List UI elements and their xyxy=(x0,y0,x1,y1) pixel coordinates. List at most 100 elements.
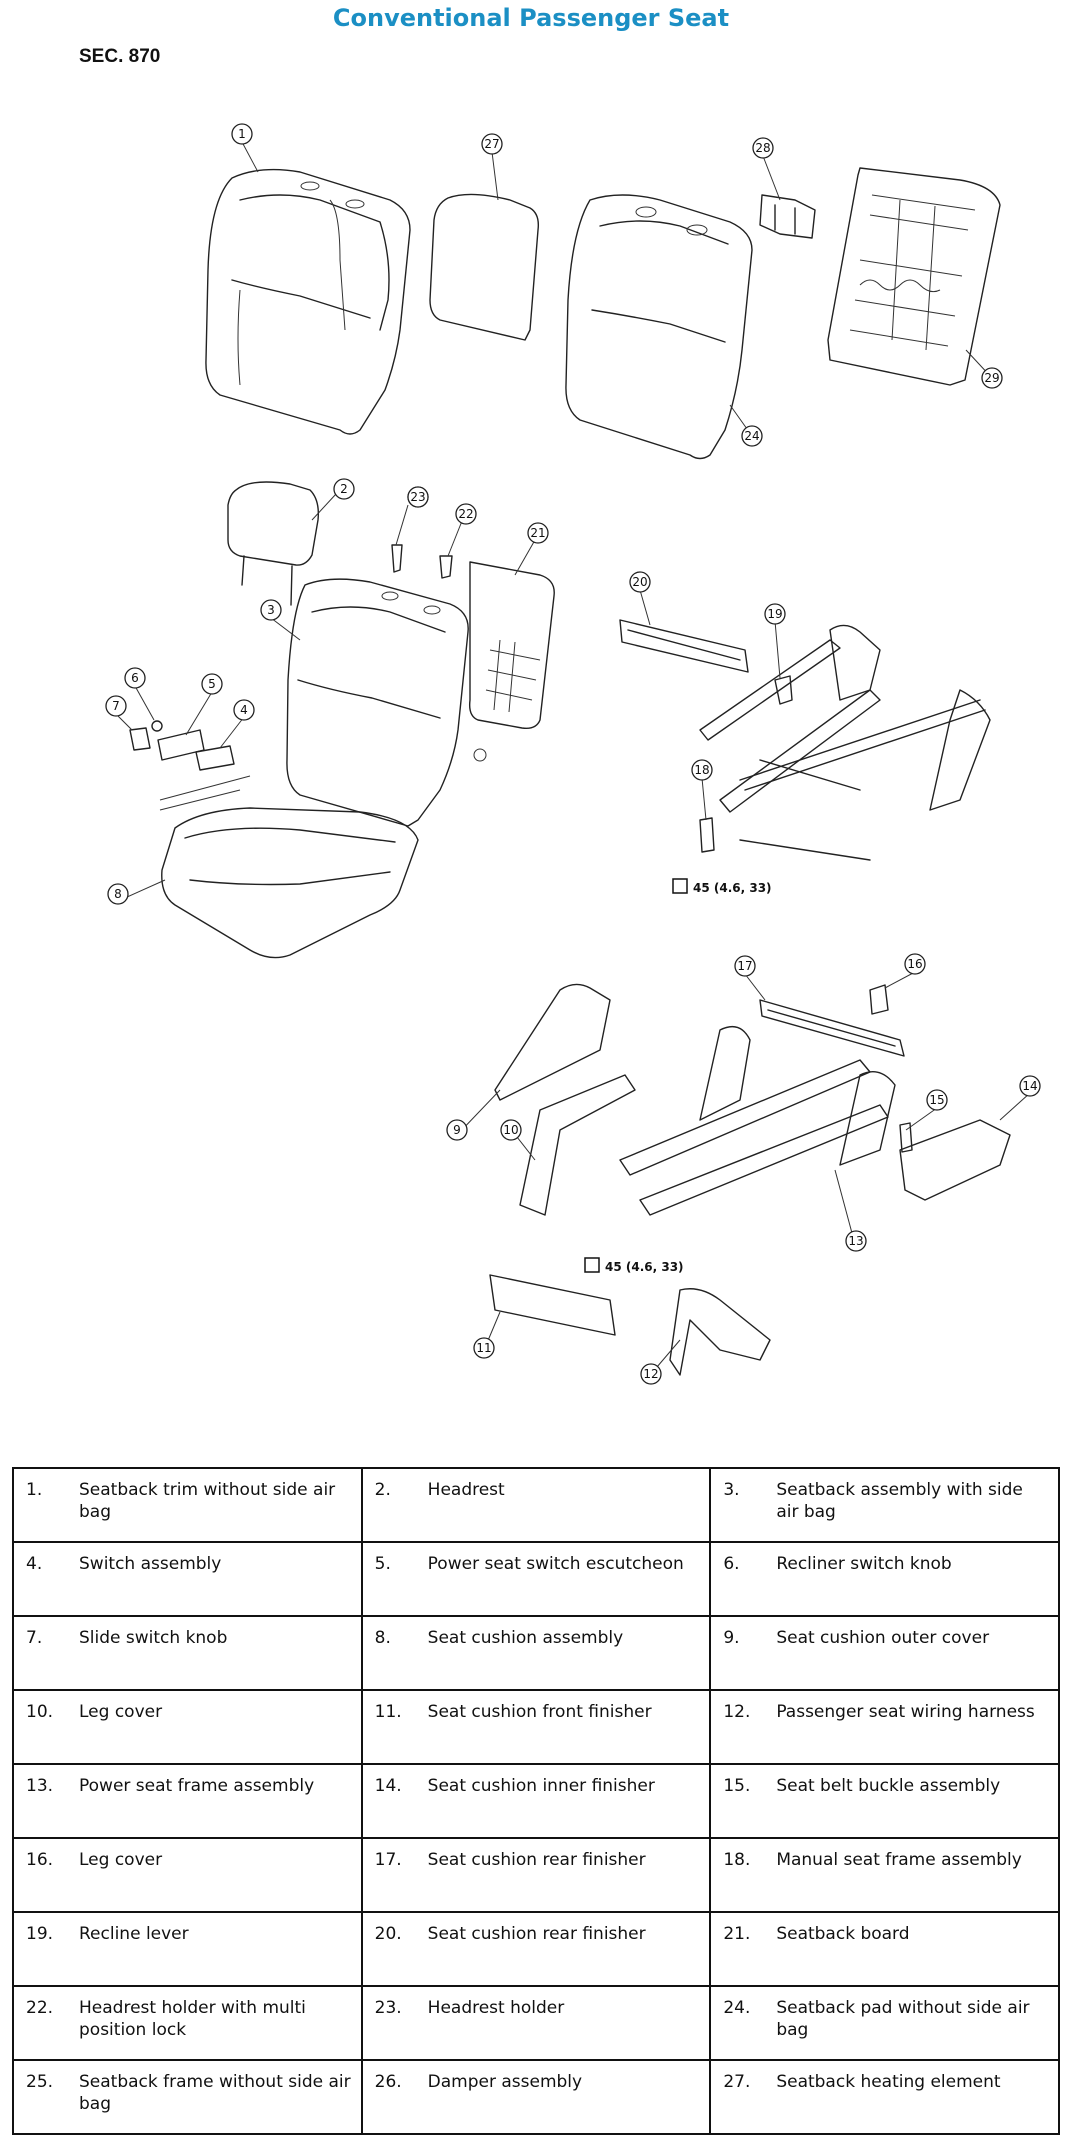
legend-row: 19.Recline lever 20. Seat cushion rear fin… xyxy=(12,1911,1060,1987)
legend-item: 23.Headrest holder xyxy=(375,1997,700,2019)
part-name: Recliner switch knob xyxy=(776,1554,952,1574)
legend-item: 8.Seat cushion assembly xyxy=(375,1627,700,1649)
part-number: 15. xyxy=(723,1776,751,1796)
legend-cell: 9.Seat cushion outer cover xyxy=(709,1615,1060,1691)
part-name: Switch assembly xyxy=(79,1554,222,1574)
part-number: 4. xyxy=(26,1554,43,1574)
svg-text:3: 3 xyxy=(267,603,275,617)
part-number: 8. xyxy=(374,1628,391,1648)
legend-item: 1.Seatback trim without side air bag xyxy=(26,1479,351,1523)
legend-item: 26.Damper assembly xyxy=(375,2071,700,2093)
legend-item: 21.Seatback board xyxy=(723,1923,1048,1945)
part-name: Headrest xyxy=(427,1480,505,1500)
legend-item: 12.Passenger seat wiring harness xyxy=(723,1701,1048,1723)
legend-row: 4. Switch assembly 5.Power seat switch esc… xyxy=(12,1541,1060,1617)
legend-row: 25.Seatback frame without side air bag 26… xyxy=(12,2059,1060,2135)
callout-24: 24 xyxy=(741,425,763,447)
part-name: Recline lever xyxy=(79,1924,189,1944)
svg-text:14: 14 xyxy=(1022,1079,1037,1093)
legend-cell: 10.Leg cover xyxy=(12,1689,363,1765)
part-name: Power seat frame assembly xyxy=(79,1776,315,1796)
legend-cell: 24.Seatback pad without side air bag xyxy=(709,1985,1060,2061)
part-number: 23. xyxy=(374,1998,402,2018)
legend-item: 9.Seat cushion outer cover xyxy=(723,1627,1048,1649)
svg-text:10: 10 xyxy=(503,1123,518,1137)
parts-legend-table: 1.Seatback trim without side air bag 2. He… xyxy=(12,1467,1060,2135)
callout-8: 8 xyxy=(107,883,129,905)
part-number: 22. xyxy=(26,1998,54,2018)
power-seat-frame-illustration xyxy=(489,983,1011,1376)
legend-row: 1.Seatback trim without side air bag 2. He… xyxy=(12,1467,1060,1543)
legend-cell: 2. Headrest xyxy=(360,1467,712,1543)
legend-item: 6. Recliner switch knob xyxy=(723,1553,1048,1575)
legend-cell: 7.Slide switch knob xyxy=(12,1615,363,1691)
svg-text:7: 7 xyxy=(112,699,120,713)
legend-item: 5.Power seat switch escutcheon xyxy=(375,1553,700,1575)
callout-5: 5 xyxy=(201,673,223,695)
legend-row: 22. Headrest holder with multi position l… xyxy=(12,1985,1060,2061)
headrest-holder-lock-illustration xyxy=(439,555,453,579)
part-name: Seatback heating element xyxy=(776,2072,1001,2092)
part-name: Seat cushion rear finisher xyxy=(427,1850,646,1870)
legend-cell: 4. Switch assembly xyxy=(12,1541,363,1617)
legend-cell: 14.Seat cushion inner finisher xyxy=(360,1763,712,1839)
legend-cell: 17.Seat cushion rear finisher xyxy=(360,1837,712,1913)
callout-4: 4 xyxy=(233,699,255,721)
legend-item: 15. Seat belt buckle assembly xyxy=(723,1775,1048,1797)
legend-item: 3.Seatback assembly with side air bag xyxy=(723,1479,1048,1523)
legend-cell: 22. Headrest holder with multi position l… xyxy=(12,1985,363,2061)
callout-20: 20 xyxy=(629,571,651,593)
exploded-parts-diagram: 45 (4.6, 33) 45 (4.6, 33) 1 27 28 25 2 2… xyxy=(105,123,1041,1385)
part-number: 6. xyxy=(723,1554,740,1574)
part-number: 24. xyxy=(723,1998,751,2018)
legend-item: 17.Seat cushion rear finisher xyxy=(375,1849,700,1871)
callout-10: 10 xyxy=(500,1119,522,1141)
part-name: Headrest holder with multi position lock xyxy=(79,1998,306,2040)
part-name: Seat cushion rear finisher xyxy=(427,1924,646,1944)
part-name: Seatback frame without side air bag xyxy=(79,2072,351,2114)
part-number: 2. xyxy=(374,1480,391,1500)
callout-28: 28 xyxy=(752,137,774,159)
part-name: Seat cushion inner finisher xyxy=(427,1776,655,1796)
legend-item: 4. Switch assembly xyxy=(26,1553,351,1575)
svg-text:2: 2 xyxy=(340,482,348,496)
legend-item: 25.Seatback frame without side air bag xyxy=(26,2071,351,2115)
headrest-holder-illustration xyxy=(391,544,403,573)
part-name: Seat belt buckle assembly xyxy=(776,1776,1001,1796)
part-number: 20. xyxy=(374,1924,402,1944)
part-number: 13. xyxy=(26,1776,54,1796)
callout-21: 21 xyxy=(527,522,549,544)
legend-item: 19.Recline lever xyxy=(26,1923,351,1945)
legend-cell: 16.Leg cover xyxy=(12,1837,363,1913)
seatback-assembly-illustration xyxy=(286,578,469,827)
callout-17: 17 xyxy=(734,955,756,977)
svg-text:22: 22 xyxy=(458,507,473,521)
legend-row: 10.Leg cover 11.Seat cushion front finish… xyxy=(12,1689,1060,1765)
svg-text:4: 4 xyxy=(240,703,248,717)
part-number: 26. xyxy=(374,2072,402,2092)
callout-1: 1 xyxy=(231,123,253,145)
svg-text:5: 5 xyxy=(208,677,216,691)
callout-13: 13 xyxy=(845,1230,867,1252)
callout-29: 29 xyxy=(981,367,1003,389)
part-number: 21. xyxy=(723,1924,751,1944)
part-name: Power seat switch escutcheon xyxy=(427,1554,684,1574)
legend-cell: 6. Recliner switch knob xyxy=(709,1541,1060,1617)
legend-item: 20. Seat cushion rear finisher xyxy=(375,1923,700,1945)
legend-item: 18.Manual seat frame assembly xyxy=(723,1849,1048,1871)
seatback-board-illustration xyxy=(468,561,555,762)
seatback-trim-illustration xyxy=(205,168,411,435)
legend-cell: 5.Power seat switch escutcheon xyxy=(360,1541,712,1617)
legend-cell: 1.Seatback trim without side air bag xyxy=(12,1467,363,1543)
svg-text:9: 9 xyxy=(453,1123,461,1137)
legend-cell: 12.Passenger seat wiring harness xyxy=(709,1689,1060,1765)
torque-spec-upper: 45 (4.6, 33) xyxy=(672,878,772,895)
section-label: SEC. 870 xyxy=(79,46,161,67)
callout-11: 11 xyxy=(473,1337,495,1359)
page-title: Conventional Passenger Seat xyxy=(332,4,730,32)
callout-7: 7 xyxy=(105,695,127,717)
svg-text:8: 8 xyxy=(114,887,122,901)
damper-illustration xyxy=(759,194,816,239)
legend-item: 11.Seat cushion front finisher xyxy=(375,1701,700,1723)
seat-cushion-illustration xyxy=(159,775,419,959)
